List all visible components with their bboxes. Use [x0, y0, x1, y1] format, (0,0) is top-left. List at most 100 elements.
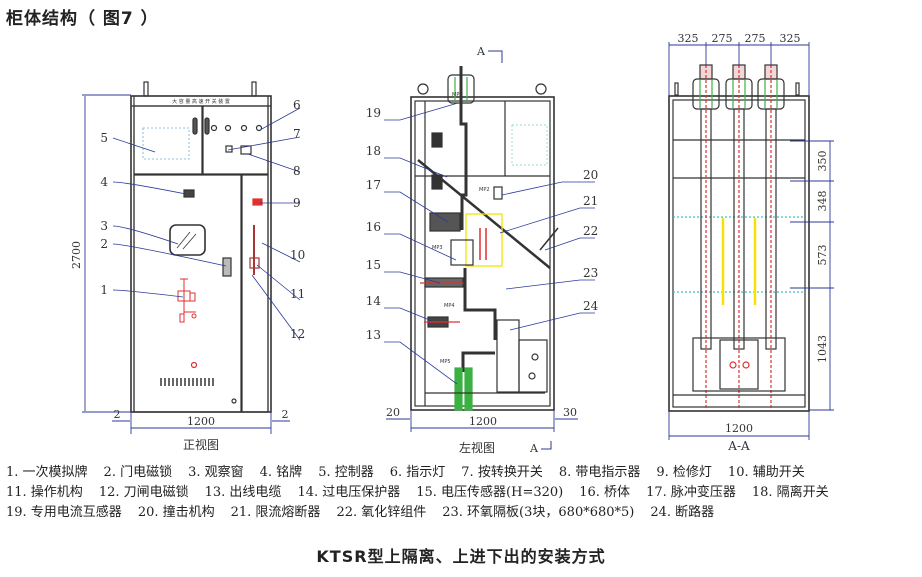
legend-item: 18. 隔离开关	[751, 485, 829, 500]
circuit-breaker[interactable]	[496, 319, 520, 393]
legend-item: 19. 专用电流互感器	[6, 505, 122, 520]
callout-5: 5	[100, 131, 108, 145]
left-view	[410, 66, 559, 411]
legend-item: 20. 撞击机构	[137, 505, 215, 520]
legend-row: 1. 一次模拟牌 2. 门电磁锁 3. 观察窗 4. 铭牌 5. 控制器 6. …	[6, 463, 922, 483]
legend-item: 16. 桥体	[579, 485, 631, 500]
legend-item: 23. 环氧隔板(3块，680*680*5)	[442, 505, 635, 520]
figure-caption: KTSR型上隔离、上进下出的安装方式	[316, 547, 606, 566]
section-letter-bottom: A	[529, 442, 539, 455]
front-left-gap: 2	[114, 408, 121, 421]
callout-14: 14	[366, 294, 382, 308]
callout-12: 12	[290, 327, 305, 341]
legend-item: 2. 门电磁锁	[103, 465, 173, 480]
busbar	[459, 66, 468, 230]
callout-10: 10	[290, 248, 305, 262]
observation-window	[169, 224, 206, 256]
phase-b	[725, 64, 753, 410]
legend-item: 11. 操作机构	[6, 485, 83, 500]
lifting-post	[251, 81, 257, 97]
front-right-gap: 2	[282, 408, 289, 421]
callout-8: 8	[293, 164, 301, 178]
legend-item: 10. 辅助开关	[727, 465, 805, 480]
legend-item: 21. 限流熔断器	[230, 505, 321, 520]
front-view-title: 正视图	[183, 437, 219, 452]
side-dim-2: 348	[816, 191, 829, 212]
maintenance-light	[252, 198, 263, 206]
callout-21: 21	[583, 194, 598, 208]
transfer-switch[interactable]	[225, 145, 233, 153]
main-door[interactable]	[133, 174, 242, 413]
callout-13: 13	[366, 328, 381, 342]
callout-7: 7	[293, 127, 301, 141]
callout-2: 2	[100, 237, 108, 251]
section-width-dim: 1200	[725, 422, 753, 435]
label-mp3: MP3	[432, 245, 443, 251]
legend-item: 12. 刀闸电磁锁	[98, 485, 189, 500]
front-view	[130, 81, 272, 413]
door-handle[interactable]	[192, 117, 198, 135]
legend-item: 3. 观察窗	[188, 465, 244, 480]
live-indicator	[240, 145, 252, 155]
page-title: 柜体结构（ 图7 ）	[6, 9, 159, 29]
callout-11: 11	[290, 287, 305, 301]
callout-6: 6	[293, 98, 301, 112]
left-dimensions	[386, 410, 578, 432]
callout-1: 1	[100, 283, 108, 297]
legend-item: 14. 过电压保护器	[297, 485, 401, 500]
front-height-dim: 2700	[70, 241, 83, 269]
callout-24: 24	[583, 299, 599, 313]
indicator-light	[255, 124, 263, 132]
indicator-light	[224, 124, 232, 132]
pulse-transformer	[429, 212, 461, 232]
section-view	[668, 64, 810, 412]
side-dim-3: 573	[816, 245, 829, 266]
front-width-dim: 1200	[187, 415, 215, 428]
callout-9: 9	[293, 196, 301, 210]
legend-row: 11. 操作机构 12. 刀闸电磁锁 13. 出线电缆 14. 过电压保护器 1…	[6, 483, 922, 503]
ventilation-slots	[160, 378, 214, 386]
callout-15: 15	[366, 258, 381, 272]
front-leaders	[112, 107, 301, 341]
drawing-canvas: 大 容 量 高 速 开 关 装 置 2700 1200 2 2 正视图 1 2 …	[70, 32, 834, 455]
phase-a	[692, 64, 720, 410]
callout-3: 3	[100, 219, 108, 233]
legend-item: 7. 按转换开关	[461, 465, 543, 480]
callout-17: 17	[366, 178, 381, 192]
section-mark-bottom	[541, 441, 552, 450]
section-letter-top: A	[476, 45, 486, 58]
callout-23: 23	[583, 266, 598, 280]
label-mp4: MP4	[444, 303, 455, 309]
bridge-body	[450, 239, 474, 266]
side-dim-1: 350	[816, 151, 829, 172]
left-gap-dim: 20	[386, 406, 400, 419]
indicator-light	[210, 124, 218, 132]
label-mp5: MP5	[440, 359, 451, 365]
legend-item: 8. 带电指示器	[558, 465, 641, 480]
legend-item: 4. 铭牌	[259, 465, 303, 480]
top-dim-2: 275	[712, 32, 733, 45]
legend-item: 13. 出线电缆	[204, 485, 282, 500]
top-dim-3: 275	[745, 32, 766, 45]
label-mp2: MP2	[479, 187, 490, 193]
side-dim-4: 1043	[816, 335, 829, 363]
striker-mechanism	[493, 186, 503, 200]
controller-box[interactable]	[142, 127, 190, 160]
legend-item: 1. 一次模拟牌	[6, 465, 88, 480]
legend-item: 5. 控制器	[318, 465, 374, 480]
phase-c	[757, 64, 785, 410]
lifting-post	[143, 81, 149, 97]
knife-lock[interactable]	[249, 257, 260, 269]
legend-item: 15. 电压传感器(H=320)	[416, 485, 564, 500]
side-door[interactable]	[241, 174, 269, 413]
panel-label: 大 容 量 高 速 开 关 装 置	[172, 98, 230, 105]
door-handle[interactable]	[204, 117, 210, 135]
section-mark-top	[488, 50, 503, 63]
door-lock[interactable]	[222, 257, 232, 277]
legend-item: 24. 断路器	[650, 505, 715, 520]
indicator-light	[240, 124, 248, 132]
legend-item: 22. 氧化锌组件	[336, 505, 427, 520]
zno-assembly	[539, 227, 559, 251]
legend-item: 17. 脉冲变压器	[646, 485, 736, 500]
top-dim-4: 325	[780, 32, 801, 45]
